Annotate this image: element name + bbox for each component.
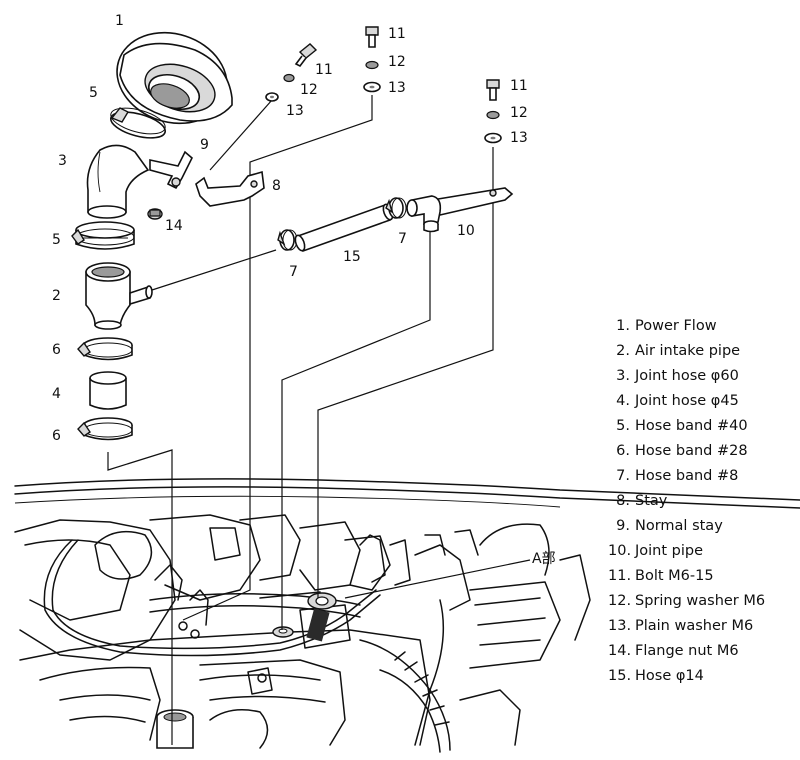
- hose-band-8-left: [277, 229, 298, 251]
- callout-11-right: 11: [510, 78, 528, 94]
- hose-band-40-lower: [71, 221, 135, 250]
- legend-number: 7.: [616, 468, 630, 484]
- stay-bracket: [195, 170, 265, 207]
- legend-item: 13.Plain washer M6: [608, 614, 765, 639]
- legend-number: 13.: [608, 618, 632, 634]
- legend-number: 8.: [616, 493, 630, 509]
- callout-12-right: 12: [510, 105, 528, 121]
- legend-item: 5. Hose band #40: [608, 414, 765, 439]
- legend-label: Joint pipe: [635, 543, 704, 559]
- callout-11-center: 11: [388, 26, 406, 42]
- callout-5-lower: 5: [52, 232, 61, 248]
- legend-number: 5.: [616, 418, 630, 434]
- callout-11-left: 11: [315, 62, 333, 78]
- legend-item: 6. Hose band #28: [608, 439, 765, 464]
- legend-number: 9.: [616, 518, 630, 534]
- legend-number: 11.: [608, 568, 632, 584]
- callout-2: 2: [52, 288, 61, 304]
- joint-hose-60-elbow: [86, 144, 150, 219]
- bolt-stack-upper-left: [265, 43, 318, 102]
- legend-number: 3.: [616, 368, 630, 384]
- callout-3: 3: [58, 153, 67, 169]
- normal-stay-bracket: [149, 150, 193, 190]
- callout-15: 15: [343, 249, 361, 265]
- legend-label: Joint hose φ60: [635, 368, 739, 384]
- legend-item: 8. Stay: [608, 489, 765, 514]
- callout-7-left: 7: [289, 264, 298, 280]
- callout-6-lower: 6: [52, 428, 61, 444]
- legend-item: 2. Air intake pipe: [608, 339, 765, 364]
- hose-band-40-upper: [110, 107, 166, 139]
- legend-item: 15.Hose φ14: [608, 664, 765, 689]
- legend-label: Air intake pipe: [635, 343, 741, 359]
- callout-5-upper: 5: [89, 85, 98, 101]
- legend-item: 11.Bolt M6-15: [608, 564, 765, 589]
- leader-lines: [107, 95, 531, 745]
- bolt-stack-upper-center: [363, 26, 381, 93]
- legend-item: 10.Joint pipe: [608, 539, 765, 564]
- legend-number: 6.: [616, 443, 630, 459]
- callout-detail-a: A部: [532, 551, 556, 567]
- legend-label: Stay: [635, 493, 668, 509]
- legend-item: 14.Flange nut M6: [608, 639, 765, 664]
- legend-label: Plain washer M6: [635, 618, 754, 634]
- legend-number: 14.: [608, 643, 632, 659]
- hose-band-28-upper: [77, 337, 133, 361]
- callout-13-left: 13: [286, 103, 304, 119]
- legend-label: Spring washer M6: [635, 593, 766, 609]
- callout-numbers: 1 5 3 5 2 6 4 6 9 14 8 11 12 13 11 12 13…: [52, 13, 556, 567]
- legend-item: 3. Joint hose φ60: [608, 364, 765, 389]
- callout-9: 9: [200, 137, 209, 153]
- parts-legend: 1. Power Flow 2. Air intake pipe 3. Joint h…: [608, 314, 765, 689]
- hose-band-8-right: [385, 197, 407, 219]
- flange-nut: [147, 208, 163, 220]
- joint-pipe: [406, 187, 514, 233]
- legend-number: 10.: [608, 543, 632, 559]
- callout-10: 10: [457, 223, 475, 239]
- callout-7-right: 7: [398, 231, 407, 247]
- legend-label: Bolt M6-15: [635, 568, 714, 584]
- legend-number: 4.: [616, 393, 630, 409]
- legend-label: Normal stay: [635, 518, 723, 534]
- bolt-stack-right: [484, 79, 502, 144]
- callout-12-left: 12: [300, 82, 318, 98]
- legend-number: 12.: [608, 593, 632, 609]
- joint-hose-45: [89, 371, 127, 410]
- legend-label: Joint hose φ45: [635, 393, 739, 409]
- legend-number: 15.: [608, 668, 632, 684]
- callout-13-center: 13: [388, 80, 406, 96]
- legend-label: Hose band #28: [635, 443, 748, 459]
- hose-14: [294, 203, 394, 253]
- legend-label: Hose band #8: [635, 468, 739, 484]
- legend-label: Hose band #40: [635, 418, 748, 434]
- callout-14: 14: [165, 218, 183, 234]
- callout-6-upper: 6: [52, 342, 61, 358]
- callout-1: 1: [115, 13, 124, 29]
- callout-13-right: 13: [510, 130, 528, 146]
- hose-band-28-lower: [77, 417, 133, 441]
- legend-item: 12.Spring washer M6: [608, 589, 765, 614]
- legend-label: Flange nut M6: [635, 643, 739, 659]
- legend-label: Hose φ14: [635, 668, 704, 684]
- callout-12-center: 12: [388, 54, 406, 70]
- legend-label: Power Flow: [635, 318, 717, 334]
- callout-4: 4: [52, 386, 61, 402]
- legend-item: 4. Joint hose φ45: [608, 389, 765, 414]
- air-intake-pipe: [85, 262, 153, 330]
- callout-8: 8: [272, 178, 281, 194]
- legend-number: 2.: [616, 343, 630, 359]
- legend-item: 9. Normal stay: [608, 514, 765, 539]
- power-flow-filter: [116, 31, 233, 125]
- legend-item: 7. Hose band #8: [608, 464, 765, 489]
- legend-number: 1.: [616, 318, 630, 334]
- legend-item: 1. Power Flow: [608, 314, 765, 339]
